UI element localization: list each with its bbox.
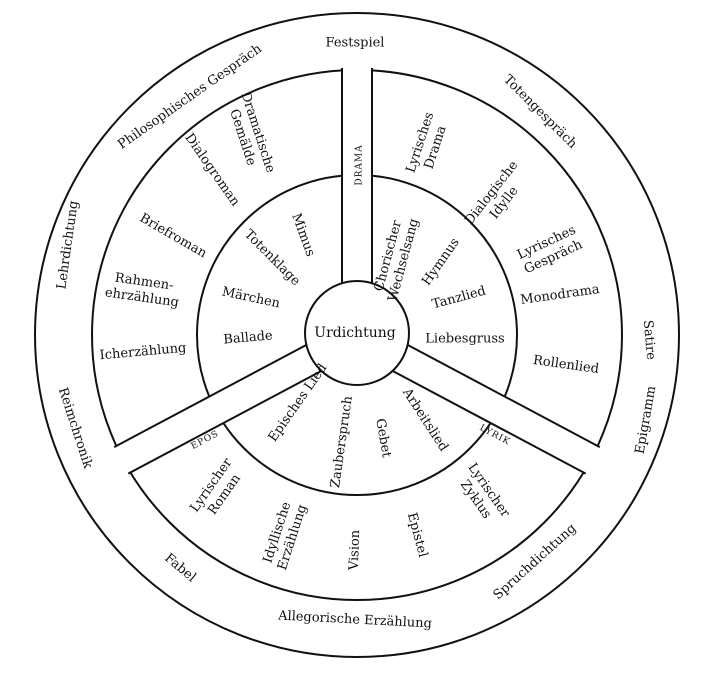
label-spruchdichtung: Spruchdichtung [491,521,580,603]
label-mimus: Mimus [288,211,317,258]
spoke-label-drama: DRAMA [355,144,365,185]
label-totengespraech: Totengespräch [500,72,580,152]
label-zauberspruch: Zauberspruch [328,394,356,488]
label-vision: Vision [347,529,363,571]
label-totenklage: Totenklage [241,227,303,289]
label-festspiel: Festspiel [326,36,385,51]
label-allegorische-erzaehlung: Allegorische Erzählung [277,608,433,631]
label-maerchen: Märchen [221,285,282,312]
label-idyllische-erzaehlung: Idyllische Erzählung [260,500,310,572]
label-hymnus: Hymnus [419,235,463,288]
label-rollenlied: Rollenlied [532,353,600,377]
outer-circle [34,12,680,658]
center-label: Urdichtung [314,325,395,341]
label-dialogische-idylle: Dialogische Idylle [462,158,522,228]
label-briefroman: Briefroman [137,211,210,262]
label-gebet: Gebet [372,417,394,459]
label-reimchronik: Reimchronik [55,386,95,471]
label-liebesgruss: Liebesgruss [425,332,504,347]
label-icherzaehlung: Icherzählung [99,341,187,364]
label-dialogroman: Dialogroman [181,131,242,210]
label-chorischer-wechselsang: Chorischer Wechselsang [372,217,422,303]
label-lyrisches-drama: Lyrisches Drama [404,110,450,174]
label-epigramm: Epigramm [633,385,660,455]
label-satire: Satire [640,319,658,360]
label-lyrischer-zyklus: Lyrischer Zyklus [457,461,513,522]
label-monodrama: Monodrama [519,282,600,308]
label-lyrischer-roman: Lyrischer Roman [187,455,244,518]
label-dramatische-gemaelde: Dramatische Gemälde [226,90,278,175]
label-fabel: Fabel [161,551,198,586]
label-epistel: Epistel [404,511,430,559]
label-tanzlied: Tanzlied [431,284,488,313]
label-rahmenerzaehlung: Rahmen- ehrzählung [104,271,180,311]
label-lyrisches-gespraech: Lyrisches Gespräch [515,223,586,278]
label-ballade: Ballade [223,328,274,347]
